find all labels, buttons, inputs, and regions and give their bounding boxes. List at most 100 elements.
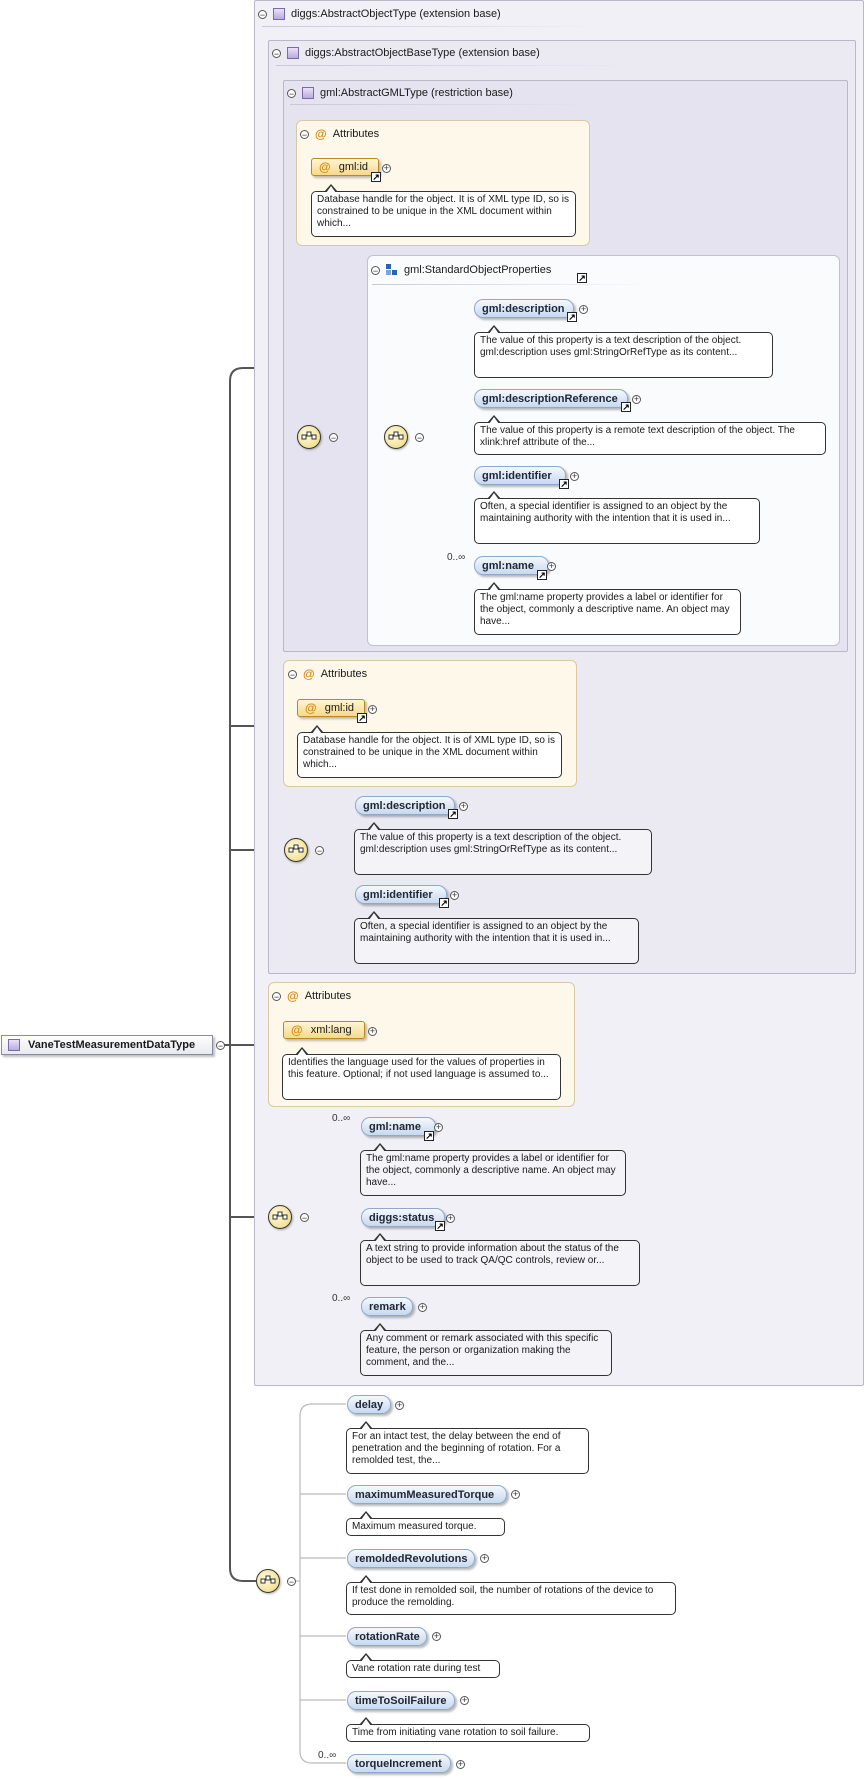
collapse-icon[interactable]: − [216,1041,225,1051]
expand-icon[interactable]: + [368,1026,377,1036]
gml-attributes-header[interactable]: − @ Attributes [300,127,379,141]
gml-id-doc: Database handle for the object. It is of… [311,184,576,237]
object-attributes-header[interactable]: − @ Attributes [272,989,351,1003]
expand-icon[interactable]: + [382,163,391,173]
complex-type-icon [302,87,314,99]
root-type-box[interactable]: VaneTestMeasurementDataType [1,1035,213,1055]
expand-icon[interactable]: + [450,890,459,900]
expand-icon[interactable]: + [456,1759,465,1769]
expand-icon[interactable]: + [368,704,377,714]
cardinality-label: 0..∞ [318,1750,337,1761]
link-arrow-icon[interactable]: ↗ [621,402,631,412]
rotation-rate-doc: Vane rotation rate during test [346,1653,500,1678]
root-type-label: VaneTestMeasurementDataType [28,1039,196,1051]
sequence-compositor-icon[interactable] [284,838,308,862]
sequence-compositor-icon[interactable] [256,1569,280,1593]
attribute-icon: @ [315,127,327,141]
collapse-icon[interactable]: − [258,9,267,20]
link-arrow-icon[interactable]: ↗ [559,479,569,489]
link-arrow-icon[interactable]: ↗ [448,809,458,819]
collapse-icon[interactable]: − [300,1213,309,1223]
base-gml-identifier-element[interactable]: gml:identifier [355,885,447,904]
expand-icon[interactable]: + [418,1302,427,1312]
collapse-icon[interactable]: − [272,991,281,1002]
gml-description-element[interactable]: gml:description [474,299,574,318]
base-gml-id-doc: Database handle for the object. It is of… [297,725,562,778]
gml-description-doc: The value of this property is a text des… [474,325,773,378]
abstract-object-base-type-label: diggs:AbstractObjectBaseType (extension … [305,47,540,59]
collapse-icon[interactable]: − [329,433,338,443]
base-gml-description-element[interactable]: gml:description [355,796,455,815]
collapse-icon[interactable]: − [287,88,296,99]
abstract-object-type-header[interactable]: − diggs:AbstractObjectType (extension ba… [258,8,501,20]
complex-type-icon [273,8,285,20]
link-arrow-icon[interactable]: ↗ [357,713,367,723]
attribute-icon: @ [287,989,299,1003]
sequence-compositor-icon[interactable] [384,425,408,449]
xml-lang-attribute[interactable]: @ xml:lang [283,1021,365,1039]
attributes-label: Attributes [320,668,368,680]
time-to-soil-failure-element[interactable]: timeToSoilFailure [347,1691,455,1710]
remolded-revolutions-element[interactable]: remoldedRevolutions [347,1549,475,1568]
attribute-icon: @ [291,1023,303,1037]
base-gml-description-doc: The value of this property is a text des… [354,822,652,875]
standard-object-properties-header[interactable]: − gml:StandardObjectProperties [371,264,551,276]
link-arrow-icon[interactable]: ↗ [424,1131,434,1141]
base-gml-identifier-doc: Often, a special identifier is assigned … [354,911,639,964]
gml-name-element[interactable]: gml:name [474,556,549,575]
collapse-icon[interactable]: − [288,669,297,680]
gml-description-reference-element[interactable]: gml:descriptionReference [474,389,628,408]
link-arrow-icon[interactable]: ↗ [567,312,577,322]
gml-id-attribute[interactable]: @ gml:id [311,158,379,176]
expand-icon[interactable]: + [395,1400,404,1410]
expand-icon[interactable]: + [459,801,468,811]
diggs-status-element[interactable]: diggs:status [361,1208,445,1227]
base-attributes-header[interactable]: − @ Attributes [288,667,367,681]
maximum-measured-torque-element[interactable]: maximumMeasuredTorque [347,1485,507,1504]
standard-object-properties-label: gml:StandardObjectProperties [404,264,552,276]
rotation-rate-element[interactable]: rotationRate [347,1627,427,1646]
expand-icon[interactable]: + [434,1122,443,1132]
base-gml-id-attribute[interactable]: @ gml:id [297,699,365,717]
link-arrow-icon[interactable]: ↗ [371,172,381,182]
expand-icon[interactable]: + [570,471,579,481]
expand-icon[interactable]: + [547,561,556,571]
complex-type-icon [287,47,299,59]
sequence-compositor-icon[interactable] [297,425,321,449]
expand-icon[interactable]: + [632,394,641,404]
link-arrow-icon[interactable]: ↗ [439,898,449,908]
maximum-measured-torque-doc: Maximum measured torque. [346,1511,505,1536]
cardinality-label: 0..∞ [332,1293,351,1304]
expand-icon[interactable]: + [432,1631,441,1641]
gml-identifier-element[interactable]: gml:identifier [474,466,566,485]
link-arrow-icon[interactable]: ↗ [435,1221,445,1231]
abstract-object-type-label: diggs:AbstractObjectType (extension base… [291,8,501,20]
remolded-revolutions-doc: If test done in remolded soil, the numbe… [346,1575,676,1615]
remark-element[interactable]: remark [361,1297,413,1316]
gml-description-reference-doc: The value of this property is a remote t… [474,415,826,455]
attribute-icon: @ [305,701,317,715]
link-arrow-icon[interactable]: ↗ [537,570,547,580]
xml-lang-doc: Identifies the language used for the val… [282,1047,561,1100]
link-arrow-icon[interactable]: ↗ [577,273,587,283]
expand-icon[interactable]: + [579,304,588,314]
collapse-icon[interactable]: − [287,1577,296,1587]
torque-increment-element[interactable]: torqueIncrement [347,1754,451,1773]
expand-icon[interactable]: + [460,1695,469,1705]
collapse-icon[interactable]: − [272,48,281,59]
expand-icon[interactable]: + [480,1553,489,1563]
collapse-icon[interactable]: − [371,265,380,276]
collapse-icon[interactable]: − [315,846,324,856]
obj-gml-name-element[interactable]: gml:name [361,1117,436,1136]
remark-doc: Any comment or remark associated with th… [360,1323,612,1376]
abstract-object-base-type-header[interactable]: − diggs:AbstractObjectBaseType (extensio… [272,47,540,59]
collapse-icon[interactable]: − [415,433,424,443]
expand-icon[interactable]: + [446,1213,455,1223]
cardinality-label: 0..∞ [332,1113,351,1124]
collapse-icon[interactable]: − [300,129,309,140]
sequence-compositor-icon[interactable] [268,1205,292,1229]
gml-name-doc: The gml:name property provides a label o… [474,582,741,635]
expand-icon[interactable]: + [511,1489,520,1499]
delay-element[interactable]: delay [347,1395,391,1414]
abstract-gml-type-header[interactable]: − gml:AbstractGMLType (restriction base) [287,87,513,99]
